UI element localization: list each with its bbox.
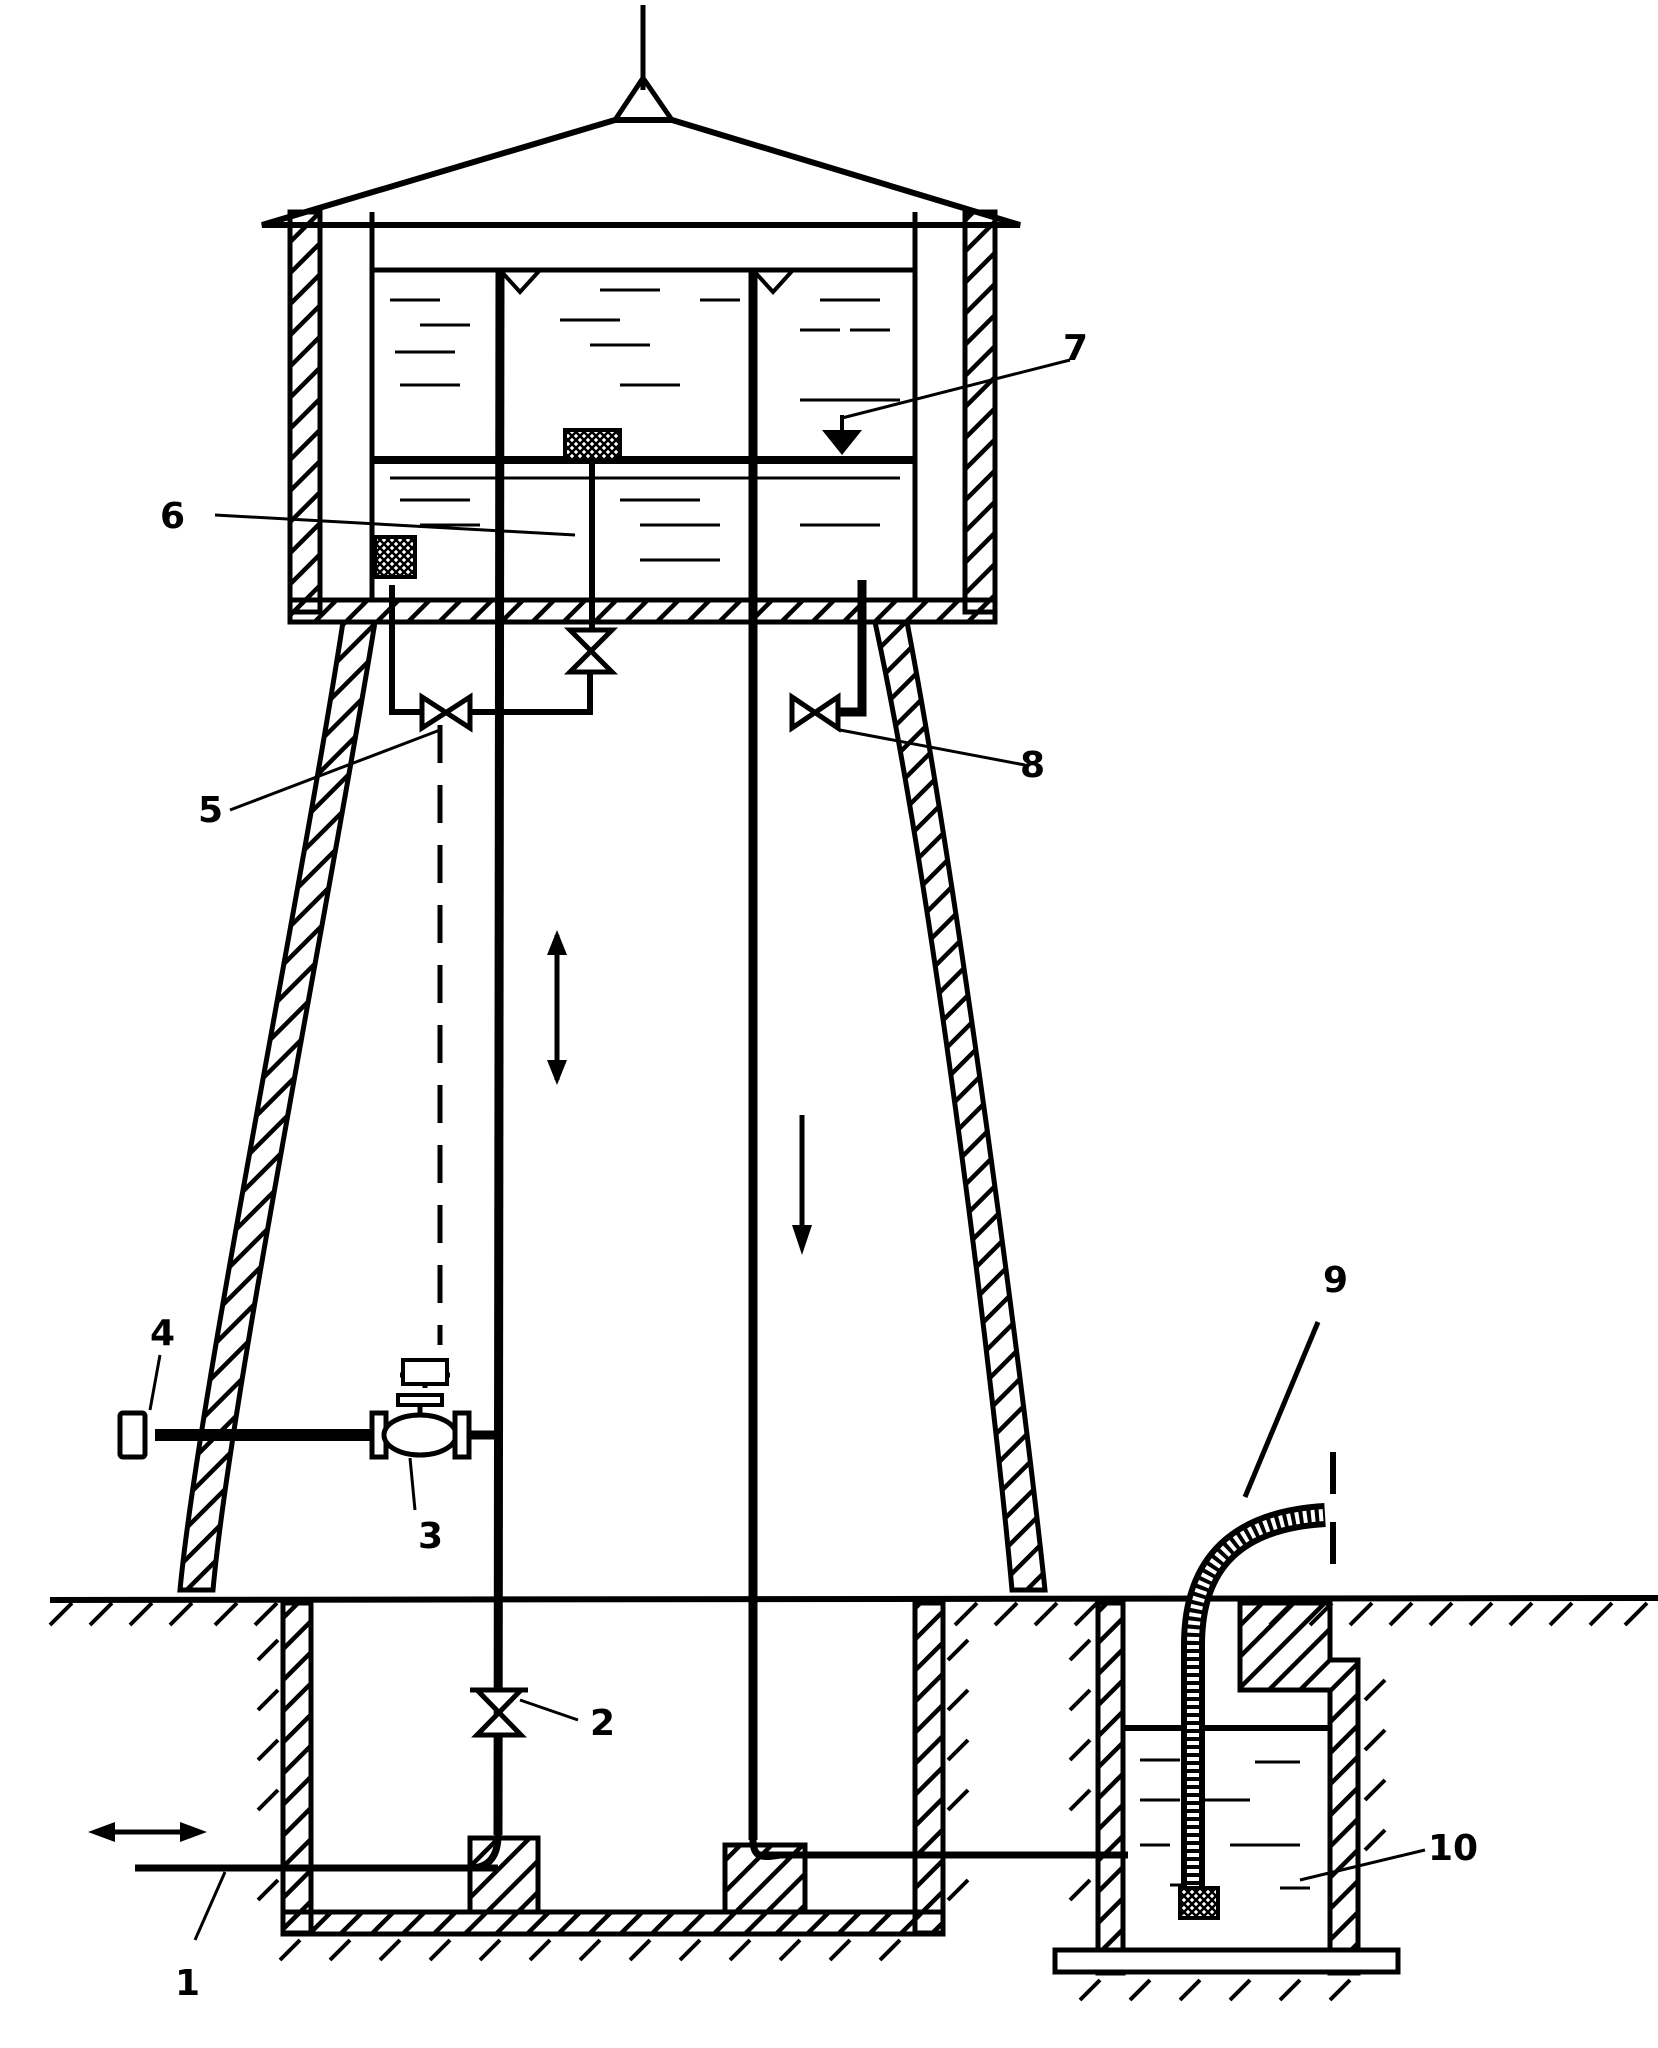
- tank-left-wall: [287, 209, 323, 615]
- tower-shaft: [177, 619, 1048, 1593]
- callout-labels: 1 2 3 4 5 6 7 8 9 10: [150, 328, 1478, 2004]
- tank-floor: [287, 597, 998, 625]
- pit-floor: [280, 1909, 946, 1937]
- shaft-right-wall: [871, 619, 1048, 1593]
- callout-1: 1: [175, 1963, 200, 2004]
- flow-arrows: [88, 930, 812, 1842]
- strainer-upper-icon: [563, 428, 622, 462]
- sump-right-wall: [1237, 1600, 1361, 1976]
- pipe-support-left: [467, 1835, 541, 1915]
- water-lines-upper: [390, 288, 900, 402]
- sump-strainer-icon: [1178, 1886, 1220, 1920]
- callout-9: 9: [1323, 1260, 1348, 1301]
- callout-4: 4: [150, 1313, 175, 1354]
- hydrant-head-4-icon: [117, 1410, 148, 1460]
- sump-left-wall: [1095, 1600, 1126, 1976]
- water-level-marker-icon: [822, 430, 862, 455]
- downward-flow-arrow-icon: [792, 1115, 812, 1255]
- inlet-flow-arrow-icon: [88, 1822, 207, 1842]
- valve-8-icon: [789, 692, 841, 733]
- callout-7: 7: [1063, 328, 1088, 369]
- roof: [261, 5, 1021, 228]
- leader-lines: [148, 358, 1426, 1941]
- callout-2: 2: [590, 1703, 615, 1744]
- pit-left-wall: [280, 1600, 314, 1936]
- callout-8: 8: [1020, 745, 1045, 786]
- sump-base: [1052, 1947, 1401, 1975]
- ground: [48, 1595, 1658, 1962]
- callout-6: 6: [160, 496, 185, 537]
- pipe-support-right: [722, 1842, 808, 1915]
- strainer-lower-icon: [373, 535, 417, 579]
- hydrant-valve-3-icon: [369, 1358, 472, 1460]
- water-tank: [287, 209, 998, 625]
- callout-5: 5: [198, 790, 223, 831]
- sump: [1052, 1452, 1401, 2002]
- pit-right-wall: [912, 1600, 946, 1936]
- callout-10: 10: [1428, 1828, 1478, 1869]
- bidirectional-flow-arrow-icon: [547, 930, 567, 1085]
- callout-3: 3: [418, 1516, 443, 1557]
- valve-5-icon: [419, 692, 473, 733]
- shaft-left-wall: [177, 619, 378, 1593]
- valves: [117, 627, 841, 1738]
- water-lines-lower: [390, 476, 900, 562]
- tank-right-wall: [962, 209, 998, 615]
- valve-upper-icon: [563, 627, 619, 675]
- valve-2-icon: [471, 1687, 527, 1738]
- ground-line: [49, 1595, 1658, 1603]
